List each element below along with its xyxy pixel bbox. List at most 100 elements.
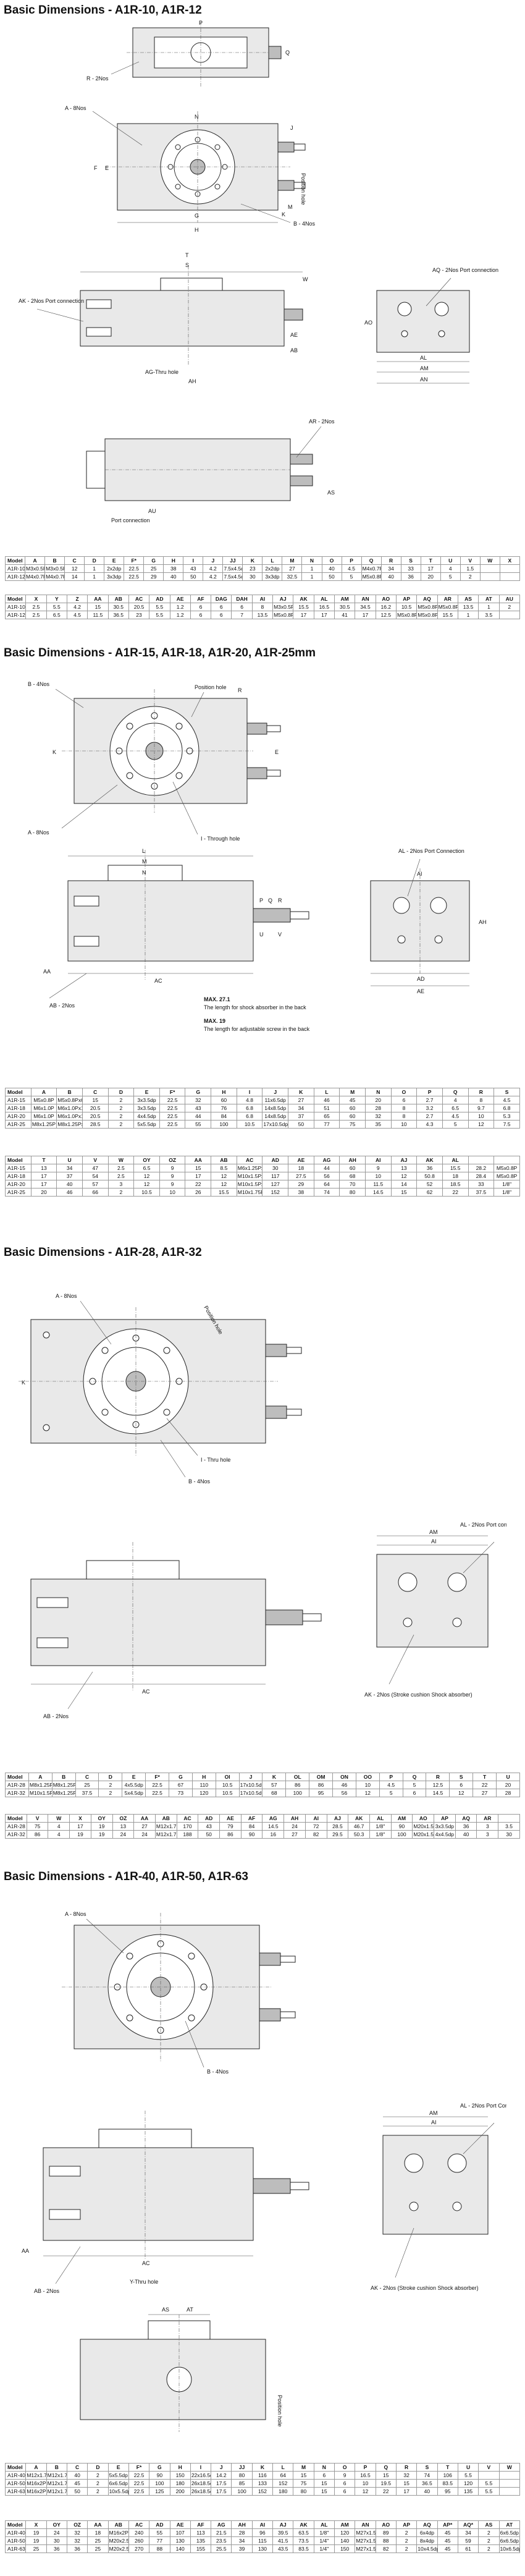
callout-position-hole: Position hole: [277, 2395, 283, 2427]
column-header: OM: [309, 1773, 334, 1781]
dimension-cell: 30.5: [107, 603, 129, 611]
dimension-cell: 19: [69, 1830, 91, 1839]
dimension-cell: 5.5: [478, 2487, 500, 2496]
dimension-cell: 15: [375, 2471, 397, 2480]
column-header: R: [426, 1773, 450, 1781]
dimension-cell: M8x1.25P: [30, 1120, 57, 1129]
dimension-cell: [479, 572, 500, 581]
dimension-cell: 15: [313, 2479, 335, 2488]
dimension-cell: 22: [472, 1781, 497, 1789]
dimension-cell: [499, 564, 521, 573]
svg-text:J: J: [290, 125, 293, 131]
column-header: AD: [198, 1814, 220, 1823]
dimension-cell: 10: [364, 1172, 392, 1180]
callout-shock-note: The length for shock absorber in the bac…: [204, 1004, 306, 1010]
dimension-cell: M16x2P: [25, 2487, 47, 2496]
dimension-cell: 10.5: [215, 1781, 240, 1789]
callout-ar: AR - 2Nos: [309, 418, 335, 425]
dimension-cell: 22.5: [124, 572, 145, 581]
dimension-cell: 10.5: [133, 1188, 160, 1197]
svg-text:AO: AO: [364, 320, 372, 326]
column-header: W: [107, 1156, 135, 1164]
dimension-cell: 29: [288, 1180, 314, 1188]
column-header: AS: [457, 595, 479, 603]
dimension-cell: M10x1.5Px10dp: [236, 1172, 263, 1180]
dimension-cell: 14.5: [262, 1822, 285, 1831]
table-row: A1R-2017405731292212M10x1.5Px12dp1272964…: [5, 1180, 520, 1188]
dimension-cell: 150: [169, 2471, 191, 2480]
column-header: O: [334, 2463, 356, 2472]
dimension-cell: 17: [69, 1822, 91, 1831]
table-row: A1R-15M5x0.8PM5x0.8Px6dp1523x3.5dp22.532…: [5, 1096, 520, 1104]
dimension-cell: 64: [313, 1180, 340, 1188]
dimension-cell: 75: [339, 1120, 366, 1129]
dimension-cell: 25: [25, 2544, 47, 2553]
actuator-side-body: [376, 1554, 489, 1648]
table-row: A1R-20M6x1.0PM6x1.0Px10dp20.524x4.5dp22.…: [5, 1112, 520, 1121]
column-header: AD: [149, 2520, 170, 2529]
column-header: J: [211, 2463, 232, 2472]
table-row: A1R-63M16x2PM12x1.75Px14dp50210x5.5dp22.…: [4, 2487, 520, 2496]
column-header: AH: [284, 1814, 306, 1823]
column-header: AP: [395, 2520, 418, 2529]
callout-al: AL - 2Nos Port Connection: [460, 2103, 506, 2109]
dimension-cell: 17: [395, 2487, 418, 2496]
dimension-cell: 6x4dp: [416, 2528, 438, 2537]
dimension-cell: 35: [364, 1120, 392, 1129]
column-header: AF: [190, 595, 212, 603]
dimension-cell: 5.5: [46, 603, 67, 611]
dimension-cell: 50: [321, 572, 342, 581]
dimension-cell: 4x4.5dp: [133, 1112, 160, 1121]
dimension-cell: 25: [87, 2536, 109, 2545]
dimension-cell: 24: [46, 2528, 67, 2537]
dimension-cell: 36.5: [416, 2479, 438, 2488]
table-row: A1R-151334472.56.59158.5M6x1.25Px12dp301…: [5, 1164, 520, 1172]
dimension-cell: 43.5: [272, 2544, 294, 2553]
callout-aq: AQ - 2Nos Port connection: [432, 267, 498, 273]
section-a1r-40-63: Basic Dimensions - A1R-40, A1R-50, A1R-6…: [0, 1866, 525, 2576]
model-cell: A1R-63: [4, 2487, 27, 2496]
dimension-cell: M4x0.7Px4dp: [361, 564, 382, 573]
dimension-cell: 17x10.5dp: [238, 1789, 263, 1797]
column-header: S: [400, 556, 421, 565]
dimension-cell: 19.5: [375, 2479, 397, 2488]
table-row: A1R-32M10x1.5PM8x1.25Px10dp37.525x4.5dp2…: [5, 1789, 520, 1797]
column-header: OI: [215, 1773, 240, 1781]
dimension-cell: 2: [395, 2544, 418, 2553]
dimension-cell: 4x5.5dp: [122, 1781, 146, 1789]
callout-i-thru: I - Thru hole: [201, 1457, 230, 1463]
dimension-cell: 110: [191, 1781, 216, 1789]
model-cell: A1R-12: [4, 611, 27, 619]
dimension-cell: M12x1.75Px14dp: [154, 1830, 177, 1839]
dimension-cell: 32: [395, 2471, 418, 2480]
dimension-cell: 72: [304, 1822, 327, 1831]
dimension-cell: 3.5: [478, 611, 500, 619]
dimension-drawing-second: B - 4Nos Position hole A - 8Nos I - Thro…: [19, 664, 506, 1066]
dimension-cell: 22.5: [145, 1781, 170, 1789]
dimension-cell: 50.3: [348, 1830, 370, 1839]
dimension-cell: 135: [457, 2487, 479, 2496]
column-header: AE: [288, 1156, 314, 1164]
dimension-cell: 260: [128, 2536, 150, 2545]
column-header: R: [380, 556, 401, 565]
dimension-cell: 127: [262, 1180, 289, 1188]
svg-text:AS: AS: [162, 2307, 169, 2313]
table-row: A1R-3286419192424M12x1.75Px14dp188508690…: [5, 1830, 520, 1839]
dimension-cell: 5x5.5dp: [133, 1120, 160, 1129]
dimension-cell: 34: [56, 1164, 83, 1172]
dimension-cell: 113: [190, 2528, 212, 2537]
column-header: G: [149, 2463, 170, 2472]
dimension-cell: 23: [128, 611, 150, 619]
callout-a: A - 8Nos: [65, 105, 86, 111]
svg-text:AI: AI: [417, 871, 422, 877]
dimension-cell: 28: [496, 1789, 520, 1797]
dimension-cell: 43: [198, 1822, 220, 1831]
svg-text:AU: AU: [148, 508, 156, 514]
column-header: R: [468, 1088, 495, 1096]
dimension-cell: 22: [185, 1180, 212, 1188]
dimension-cell: M5x0.8P: [272, 611, 294, 619]
dimension-cell: 12: [133, 1172, 160, 1180]
dimension-cell: 6: [449, 1781, 474, 1789]
